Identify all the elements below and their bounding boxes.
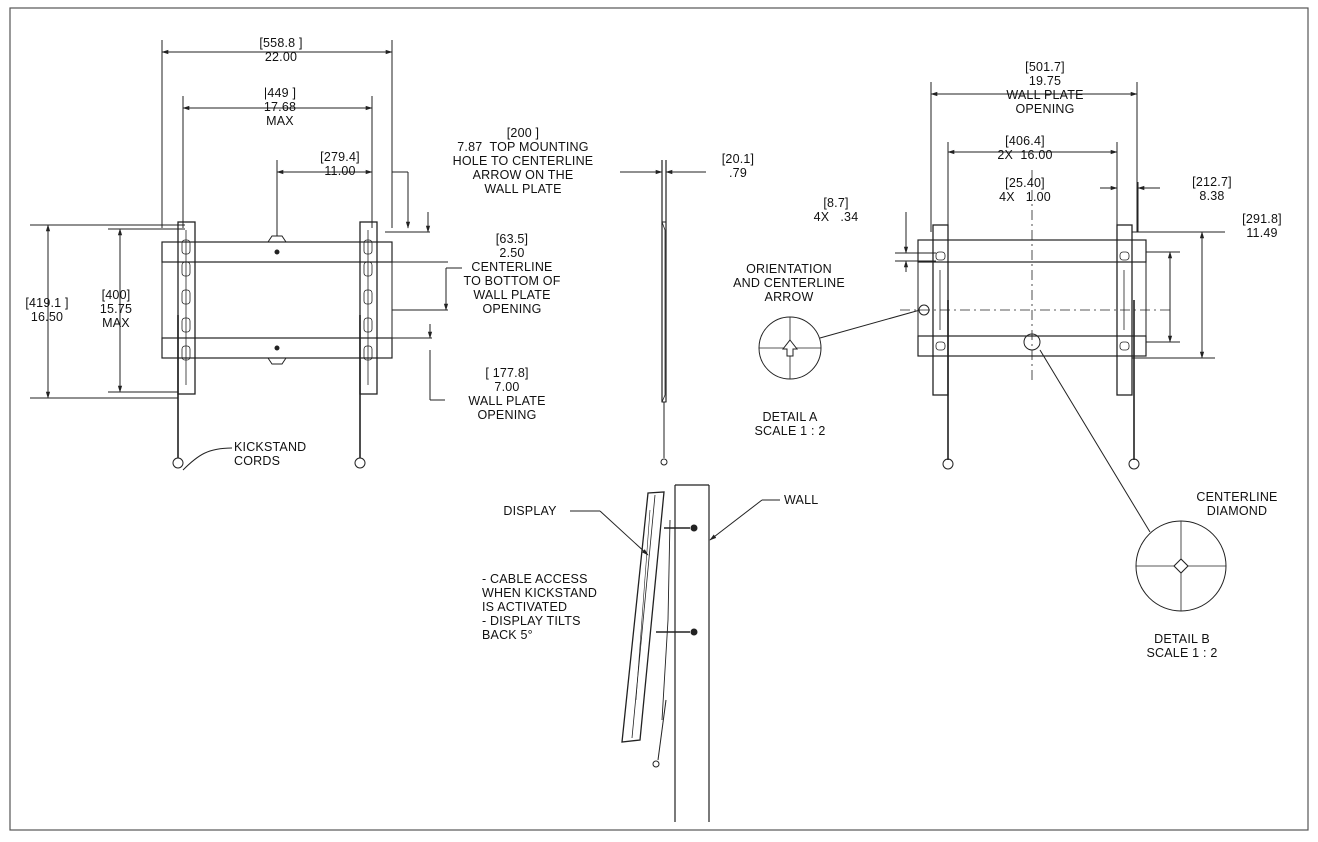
centerline-to-bottom-label: [63.5] 2.50 CENTERLINE TO BOTTOM OF WALL… <box>463 232 561 316</box>
display-label: DISPLAY <box>503 504 557 518</box>
top-hole-to-centerline-label: [200 ] 7.87 TOP MOUNTING HOLE TO CENTERL… <box>452 126 594 196</box>
centerline-diamond-label: CENTERLINE DIAMOND <box>1196 490 1278 518</box>
rear-slot-width-label: [25.40] 4X 1.00 <box>999 176 1051 204</box>
rear-slot-height-label: [8.7] 4X .34 <box>813 196 859 224</box>
rear-view <box>758 82 1227 612</box>
mounted-view <box>570 484 780 822</box>
side-view <box>620 160 706 466</box>
rear-overall-height-label: [291.8] 11.49 <box>1242 212 1282 240</box>
detail-b-label: DETAIL B SCALE 1 : 2 <box>1146 632 1218 660</box>
wall-label: WALL <box>784 493 819 507</box>
rear-wall-plate-opening-label: [501.7] 19.75 WALL PLATE OPENING <box>1006 60 1084 116</box>
rear-plate-height-label: [212.7] 8.38 <box>1192 175 1232 203</box>
detail-a-label: DETAIL A SCALE 1 : 2 <box>754 410 826 438</box>
front-overall-height-label: [419.1 ] 16.50 <box>25 296 69 324</box>
rear-slot-spacing-label: [406.4] 2X 16.00 <box>997 134 1053 162</box>
wall-plate-opening-label: [ 177.8] 7.00 WALL PLATE OPENING <box>468 366 546 422</box>
cable-access-notes: - CABLE ACCESS WHEN KICKSTAND IS ACTIVAT… <box>482 572 598 642</box>
orientation-arrow-label: ORIENTATION AND CENTERLINE ARROW <box>733 262 845 304</box>
sheet-border <box>9 7 1309 831</box>
front-view <box>30 40 462 471</box>
front-half-width-label: [279.4] 11.00 <box>320 150 360 178</box>
side-depth-label: [20.1] .79 <box>721 152 755 180</box>
front-vertical-hole-label: [400] 15.75 MAX <box>99 288 133 330</box>
front-overall-width-label: [558.8 ] 22.00 <box>259 36 303 64</box>
front-hole-spacing-label: |449 ] 17.68 MAX <box>263 86 297 128</box>
kickstand-cords-label: KICKSTAND CORDS <box>234 440 307 468</box>
